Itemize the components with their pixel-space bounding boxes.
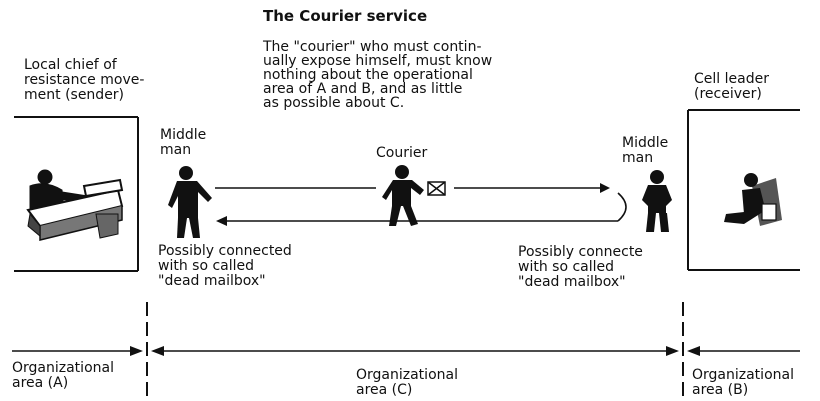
- standing-man-icon-right: [642, 170, 672, 232]
- area-boundaries: [146, 302, 684, 398]
- middle-man-right-label: Middle man: [622, 135, 669, 166]
- courier-label: Courier: [376, 145, 428, 161]
- area-arrowheads: [130, 346, 700, 356]
- diagram-title: The Courier service: [263, 7, 428, 25]
- sender-box: [14, 116, 139, 272]
- mailbox-left-label: Possibly connected with so called "dead …: [158, 243, 292, 289]
- standing-man-icon: [168, 166, 212, 238]
- courier-icon: [382, 165, 424, 226]
- area-a-label: Organizational area (A): [12, 360, 114, 391]
- seated-man-icon: [724, 173, 782, 226]
- envelope-icon: [427, 181, 446, 196]
- middle-man-left-label: Middle man: [160, 127, 207, 158]
- person-at-desk-icon: [26, 169, 124, 241]
- receiver-box: [687, 109, 800, 271]
- mailbox-right-label: Possibly connecte with so called "dead m…: [518, 244, 643, 290]
- courier-route: [215, 187, 627, 222]
- sender-label: Local chief of resistance move- ment (se…: [24, 57, 145, 103]
- receiver-label: Cell leader (receiver): [694, 71, 769, 102]
- area-b-label: Organizational area (B): [692, 367, 794, 398]
- area-c-label: Organizational area (C): [356, 367, 458, 398]
- intro-text: The "courier" who must contin- ually exp…: [263, 39, 493, 111]
- route-arrowheads: [216, 183, 610, 226]
